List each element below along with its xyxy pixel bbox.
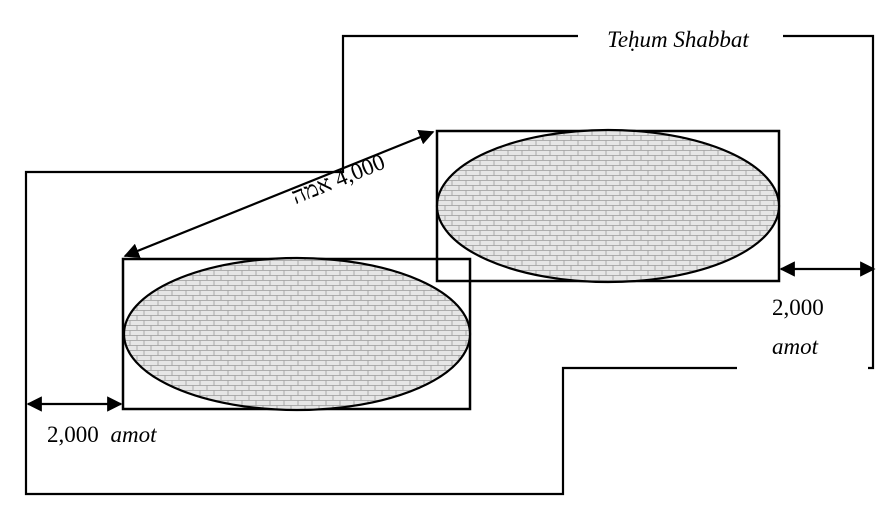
diagonal-distance-label: 4,000 אמה [288, 149, 388, 209]
left-distance-number: 2,000 [47, 422, 99, 447]
city-left [121, 256, 472, 412]
tehum-boundary-line [24, 34, 737, 496]
left-distance-unit: amot [111, 422, 158, 447]
right-distance-unit: amot [772, 334, 819, 359]
boundary-title: Teḥum Shabbat [607, 27, 749, 52]
city-left-ellipse [122, 256, 472, 412]
diagonal-distance-arrow [123, 130, 435, 258]
right-distance-number: 2,000 [772, 295, 824, 320]
city-right-ellipse [435, 128, 781, 284]
city-right [435, 128, 781, 284]
tehum-boundary-line-right [783, 34, 875, 370]
left-distance-label: 2,000 amot [47, 422, 157, 447]
